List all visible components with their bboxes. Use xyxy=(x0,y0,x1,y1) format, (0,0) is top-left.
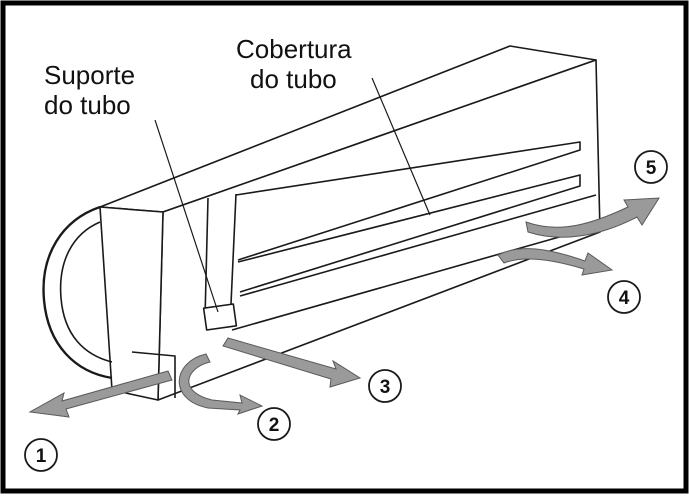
direction-number-5: 5 xyxy=(646,158,657,179)
direction-marker-2: 2 xyxy=(257,407,291,441)
direction-marker-5: 5 xyxy=(634,150,668,184)
arrow-5 xyxy=(525,197,660,238)
unit-side-face xyxy=(99,206,164,401)
direction-number-2: 2 xyxy=(269,415,280,436)
arrow-2 xyxy=(178,353,264,415)
front-panel-seam-low xyxy=(239,194,597,297)
direction-marker-1: 1 xyxy=(24,438,58,472)
arrows xyxy=(28,197,660,418)
pipe-cover-leader xyxy=(371,77,431,216)
direction-marker-3: 3 xyxy=(368,369,402,403)
end-cap-bottom xyxy=(131,351,176,398)
front-panel-seam-bottom xyxy=(231,225,599,331)
divider-line-a xyxy=(204,197,209,319)
front-panel-seam-mid xyxy=(237,174,581,293)
arrow-1 xyxy=(28,370,173,418)
back-plate-curve xyxy=(42,205,113,380)
pipe-support-label-line2: do tubo xyxy=(44,90,131,120)
arrow-3 xyxy=(222,337,362,388)
direction-number-3: 3 xyxy=(380,377,391,398)
direction-number-4: 4 xyxy=(619,288,630,309)
indoor-unit xyxy=(42,45,601,401)
direction-marker-4: 4 xyxy=(607,280,641,314)
pipe-support-block xyxy=(202,303,238,331)
front-panel-seam-top xyxy=(235,141,581,261)
direction-number-1: 1 xyxy=(36,446,47,467)
back-plate-inner-curve xyxy=(59,221,113,363)
arrow-4 xyxy=(497,248,614,276)
pipe-cover-label-line1: Cobertura xyxy=(236,34,352,64)
pipe-support-leader xyxy=(154,119,219,313)
pipe-support-label-line1: Suporte xyxy=(44,60,135,90)
pipe-cover-label-line2: do tubo xyxy=(250,64,337,94)
